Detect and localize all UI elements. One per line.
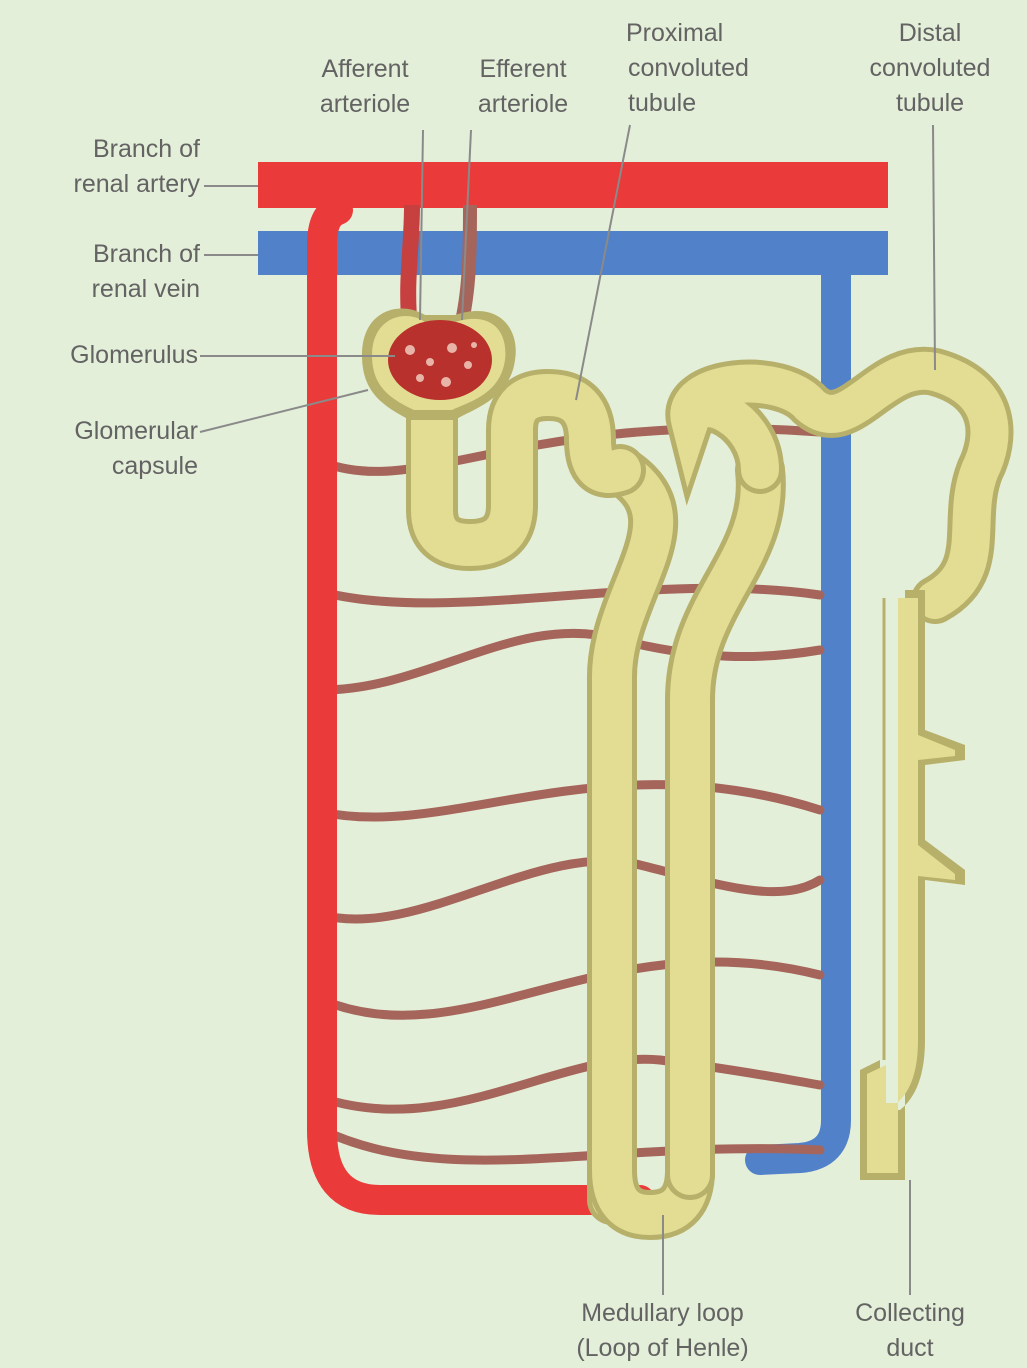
- proximal-line-2: convoluted: [600, 51, 800, 86]
- distal-line-3: tubule: [840, 86, 1020, 121]
- glomerulus-shape: [388, 320, 492, 400]
- renal-vein-line-1: Branch of: [10, 237, 200, 272]
- leader-distal: [933, 125, 935, 370]
- proximal-line-3: tubule: [600, 86, 800, 121]
- capsule-line-2: capsule: [10, 449, 198, 484]
- label-collecting-duct: Collecting duct: [820, 1296, 1000, 1366]
- label-afferent-arteriole: Afferent arteriole: [300, 52, 430, 122]
- label-medullary-loop: Medullary loop (Loop of Henle): [540, 1296, 785, 1366]
- leader-capsule: [200, 390, 368, 432]
- label-branch-of-renal-artery: Branch of renal artery: [10, 132, 200, 202]
- capillary-8: [322, 1130, 820, 1160]
- distal-line-2: convoluted: [840, 51, 1020, 86]
- renal-vein-line-2: renal vein: [10, 272, 200, 307]
- capillary-7: [322, 1059, 820, 1109]
- afferent-line-1: Afferent: [300, 52, 430, 87]
- medullary-line-1: Medullary loop: [540, 1296, 785, 1331]
- medullary-line-2: (Loop of Henle): [540, 1331, 785, 1366]
- capsule-line-1: Glomerular: [10, 414, 198, 449]
- leader-afferent: [420, 130, 423, 320]
- label-distal-convoluted-tubule: Distal convoluted tubule: [840, 16, 1020, 121]
- renal-artery-line-2: renal artery: [10, 167, 200, 202]
- label-glomerular-capsule: Glomerular capsule: [10, 414, 198, 484]
- label-proximal-convoluted-tubule: Proximal convoluted tubule: [600, 16, 800, 121]
- efferent-line-2: arteriole: [458, 87, 588, 122]
- capillary-5: [322, 861, 820, 919]
- capillary-6: [322, 962, 820, 1015]
- collecting-duct-shape: [860, 590, 965, 1180]
- afferent-line-2: arteriole: [300, 87, 430, 122]
- collecting-line-1: Collecting: [820, 1296, 1000, 1331]
- collecting-line-2: duct: [820, 1331, 1000, 1366]
- efferent-line-1: Efferent: [458, 52, 588, 87]
- glomerulus-line-1: Glomerulus: [0, 338, 198, 373]
- label-glomerulus: Glomerulus: [0, 338, 198, 373]
- label-efferent-arteriole: Efferent arteriole: [458, 52, 588, 122]
- capillary-4: [322, 785, 820, 817]
- proximal-line-1: Proximal: [600, 16, 800, 51]
- capillary-3: [322, 633, 820, 690]
- renal-artery-line-1: Branch of: [10, 132, 200, 167]
- label-branch-of-renal-vein: Branch of renal vein: [10, 237, 200, 307]
- distal-line-1: Distal: [840, 16, 1020, 51]
